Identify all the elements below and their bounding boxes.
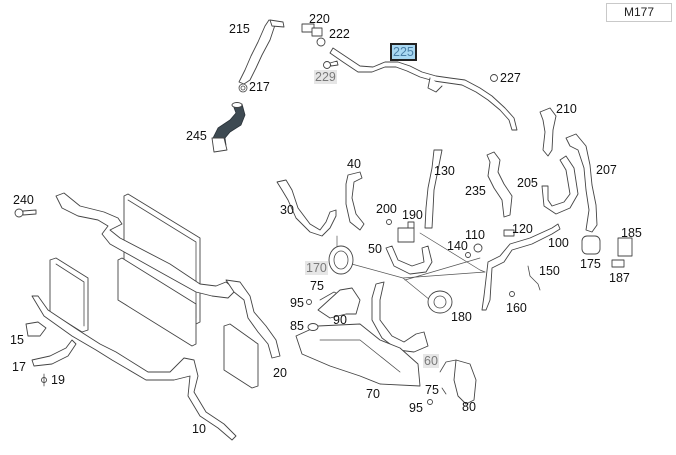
part-160-bolt[interactable]	[509, 291, 515, 297]
callout-15[interactable]: 15	[10, 333, 24, 347]
callout-50[interactable]: 50	[368, 242, 382, 256]
callout-235[interactable]: 235	[465, 184, 486, 198]
callout-75-upper[interactable]: 75	[310, 279, 324, 293]
part-120-fitting[interactable]	[503, 229, 515, 237]
engine-model-badge: M177	[606, 3, 672, 22]
callout-95-lower[interactable]: 95	[409, 401, 423, 415]
callout-170[interactable]: 170	[305, 261, 328, 275]
part-220-fitting[interactable]	[301, 23, 323, 37]
callout-70[interactable]: 70	[366, 387, 380, 401]
callout-110[interactable]: 110	[465, 228, 485, 242]
callout-180[interactable]: 180	[451, 310, 472, 324]
callout-19[interactable]: 19	[51, 373, 65, 387]
part-222-clamp[interactable]	[316, 37, 326, 47]
part-200-bolt[interactable]	[386, 219, 392, 225]
callout-85[interactable]: 85	[290, 319, 304, 333]
callout-200[interactable]: 200	[376, 202, 397, 216]
part-100-pipe[interactable]	[481, 223, 561, 311]
part-130-hose[interactable]	[424, 149, 443, 229]
part-140-bolt[interactable]	[465, 252, 471, 258]
callout-222[interactable]: 222	[329, 27, 350, 41]
part-180-pump[interactable]	[427, 290, 453, 314]
callout-225[interactable]: 225	[390, 43, 417, 61]
callout-185[interactable]: 185	[621, 226, 642, 240]
part-15-bracket[interactable]	[25, 321, 47, 337]
callout-205[interactable]: 205	[517, 176, 538, 190]
part-75-bracket-lower[interactable]	[441, 387, 447, 395]
callout-245[interactable]: 245	[186, 129, 207, 143]
callout-120[interactable]: 120	[512, 222, 533, 236]
part-190-valve[interactable]	[397, 221, 415, 243]
part-95-nut-lower[interactable]	[427, 399, 433, 405]
part-50-hose[interactable]	[385, 245, 433, 275]
callout-40[interactable]: 40	[347, 157, 361, 171]
callout-240[interactable]: 240	[13, 193, 34, 207]
part-235-hose[interactable]	[486, 151, 513, 218]
part-150-bracket[interactable]	[527, 265, 541, 291]
part-170-pump[interactable]	[328, 245, 354, 275]
part-90-bracket[interactable]	[317, 287, 361, 319]
part-217-clip[interactable]	[238, 83, 248, 93]
part-17-bracket[interactable]	[31, 339, 77, 367]
radiator-small-right[interactable]	[223, 323, 259, 389]
part-205-hose[interactable]	[541, 155, 579, 215]
callout-150[interactable]: 150	[539, 264, 560, 278]
callout-217[interactable]: 217	[249, 80, 270, 94]
callout-229[interactable]: 229	[314, 70, 337, 84]
radiator-condenser[interactable]	[117, 257, 197, 347]
callout-175[interactable]: 175	[580, 257, 601, 271]
part-20-hose[interactable]	[225, 279, 281, 359]
part-229-bolt[interactable]	[323, 60, 339, 69]
callout-160[interactable]: 160	[506, 301, 527, 315]
part-19-bolt[interactable]	[41, 373, 47, 387]
part-70-shield[interactable]	[295, 323, 421, 387]
part-110-clip[interactable]	[473, 243, 483, 253]
part-10-hose[interactable]	[31, 295, 237, 441]
part-245-hose[interactable]	[211, 102, 246, 153]
callout-75-lower[interactable]: 75	[425, 383, 439, 397]
part-240-bolt[interactable]	[14, 208, 37, 218]
callout-227[interactable]: 227	[500, 71, 521, 85]
part-225-hose[interactable]	[329, 47, 518, 131]
part-60-hose[interactable]	[371, 281, 429, 353]
callout-220[interactable]: 220	[309, 12, 330, 26]
part-80-bracket[interactable]	[439, 359, 477, 405]
part-95-nut-upper[interactable]	[306, 299, 312, 305]
callout-190[interactable]: 190	[402, 208, 423, 222]
part-207-hose[interactable]	[565, 133, 598, 233]
callout-90[interactable]: 90	[333, 313, 347, 327]
callout-60[interactable]: 60	[423, 354, 439, 368]
part-227-clip[interactable]	[490, 74, 498, 82]
part-215-hose[interactable]	[238, 19, 285, 85]
part-210-hose[interactable]	[539, 107, 557, 157]
callout-30[interactable]: 30	[280, 203, 294, 217]
part-85-grommet[interactable]	[307, 323, 319, 331]
part-40-hose[interactable]	[345, 171, 365, 231]
callout-100[interactable]: 100	[548, 236, 569, 250]
part-187-cap[interactable]	[611, 259, 625, 268]
callout-10[interactable]: 10	[192, 422, 206, 436]
callout-95-upper[interactable]: 95	[290, 296, 304, 310]
part-185-bracket[interactable]	[617, 237, 633, 257]
callout-215[interactable]: 215	[229, 22, 250, 36]
callout-207[interactable]: 207	[596, 163, 617, 177]
callout-17[interactable]: 17	[12, 360, 26, 374]
part-30-hose[interactable]	[276, 179, 337, 237]
callout-130[interactable]: 130	[434, 164, 455, 178]
callout-140[interactable]: 140	[447, 239, 468, 253]
callout-20[interactable]: 20	[273, 366, 287, 380]
callout-187[interactable]: 187	[609, 271, 630, 285]
part-175-housing[interactable]	[581, 235, 601, 255]
callout-80[interactable]: 80	[462, 400, 476, 414]
callout-210[interactable]: 210	[556, 102, 577, 116]
